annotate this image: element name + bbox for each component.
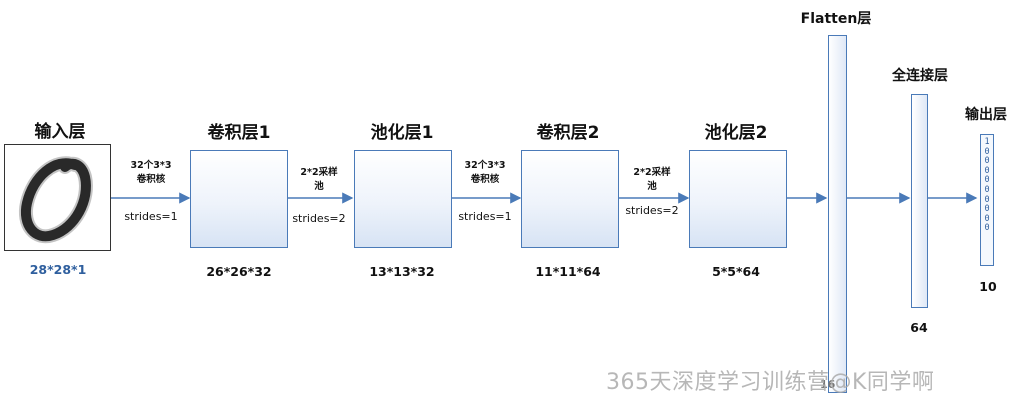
- pool2-dim: 5*5*64: [686, 264, 786, 279]
- output-dim: 10: [968, 279, 1008, 294]
- pool2-title: 池化层2: [686, 118, 786, 143]
- dense-bar: [911, 94, 928, 308]
- pool1-title: 池化层1: [352, 118, 452, 143]
- op4-line1: 2*2采样: [633, 167, 670, 178]
- op3-stride: strides=1: [450, 210, 520, 223]
- op4-stride: strides=2: [618, 204, 686, 217]
- conv2-title: 卷积层2: [518, 118, 618, 143]
- op1-line2: 卷积核: [137, 174, 166, 185]
- conv1-title: 卷积层1: [189, 118, 289, 143]
- op4-pool-label: 2*2采样 池: [618, 166, 686, 194]
- op3-kernel-label: 32个3*3 卷积核: [450, 159, 520, 187]
- output-title: 输出层: [956, 104, 1016, 124]
- op1-line1: 32个3*3: [131, 160, 172, 171]
- digit-zero-icon: [5, 145, 110, 250]
- input-layer-title: 输入层: [20, 117, 100, 142]
- input-layer-dim: 28*28*1: [18, 262, 98, 277]
- input-digit-image: [4, 144, 111, 251]
- dense-title: 全连接层: [880, 65, 960, 85]
- op2-line1: 2*2采样: [300, 167, 337, 178]
- conv1-dim: 26*26*32: [189, 264, 289, 279]
- flatten-bar: [828, 35, 847, 393]
- pool1-box: [354, 150, 452, 248]
- pool1-dim: 13*13*32: [352, 264, 452, 279]
- conv2-box: [521, 150, 619, 248]
- output-vector: 1 0 0 0 0 0 0 0 0 0: [980, 134, 994, 266]
- watermark-text: 365天深度学习训练营@K同学啊: [606, 364, 934, 396]
- op3-line2: 卷积核: [471, 174, 500, 185]
- conv1-box: [190, 150, 288, 248]
- flatten-title: Flatten层: [796, 8, 876, 28]
- output-vector-value: 0: [981, 224, 993, 234]
- op1-stride: strides=1: [116, 210, 186, 223]
- pool2-box: [689, 150, 787, 248]
- op3-line1: 32个3*3: [465, 160, 506, 171]
- dense-dim: 64: [899, 320, 939, 335]
- op2-stride: strides=2: [286, 212, 352, 225]
- conv2-dim: 11*11*64: [518, 264, 618, 279]
- op2-line2: 池: [314, 181, 324, 192]
- op1-kernel-label: 32个3*3 卷积核: [116, 159, 186, 187]
- op2-pool-label: 2*2采样 池: [286, 166, 352, 194]
- op4-line2: 池: [647, 181, 657, 192]
